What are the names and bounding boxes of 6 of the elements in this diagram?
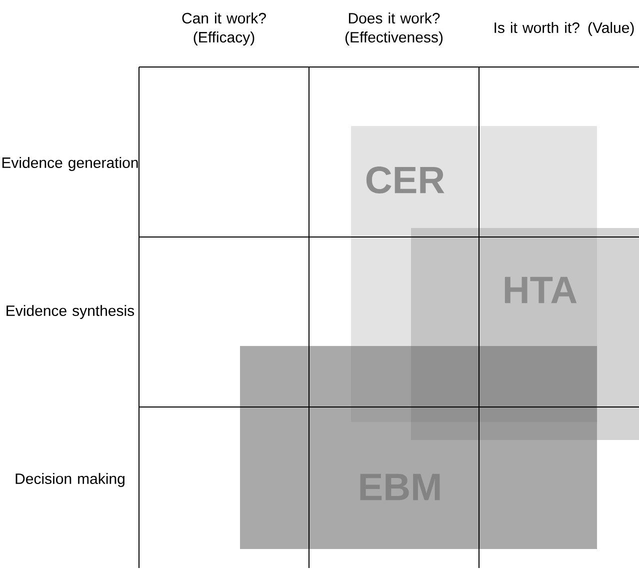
row-header: Decision making (16, 473, 124, 487)
row-header: Evidence synthesis (6, 305, 134, 319)
column-header: Does it work? (Effectiveness) (345, 12, 443, 46)
column-header: Is it worth it? (Value) (494, 22, 634, 36)
column-header: Can it work? (Efficacy) (182, 12, 266, 46)
row-header: Evidence generation (2, 157, 138, 171)
